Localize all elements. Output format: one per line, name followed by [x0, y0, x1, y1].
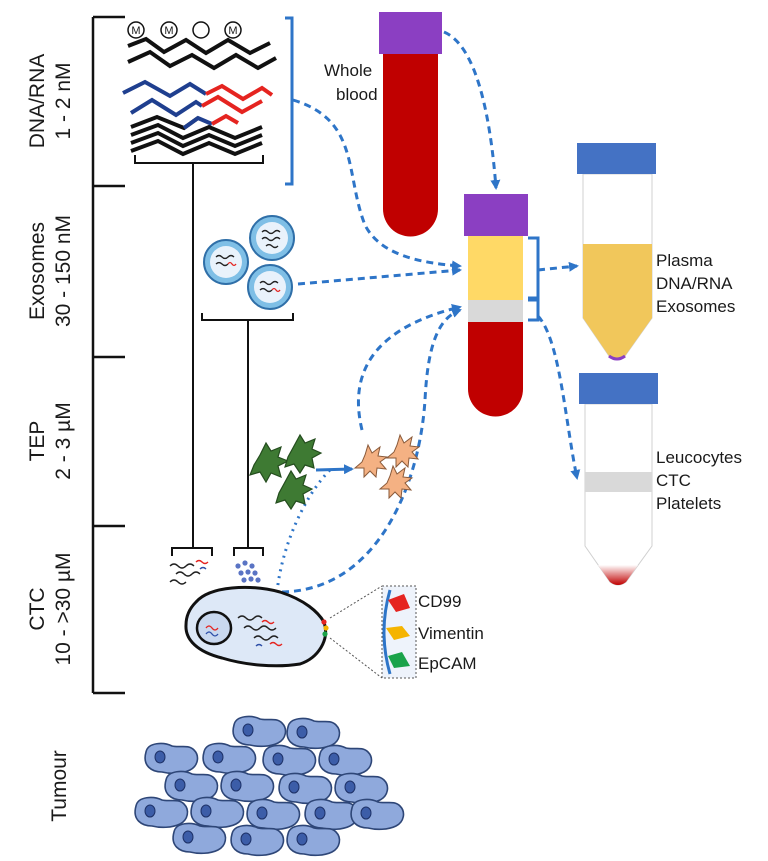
tumour-cell	[246, 798, 301, 831]
tumour-label: Tumour	[48, 750, 71, 822]
category-label-dna-rna: DNA/RNA 1 - 2 nM	[26, 54, 75, 149]
dna-rna-label: DNA/RNA	[656, 274, 733, 293]
cd99-marker	[388, 594, 410, 612]
svg-text:M: M	[228, 25, 237, 37]
plasma-tube	[577, 143, 656, 361]
whole-blood-label-line2: blood	[336, 85, 378, 104]
circulating-tumour-cell	[184, 585, 329, 668]
exosome	[247, 264, 293, 310]
category-label-ctc: CTC 10 - >30 µM	[26, 552, 75, 665]
methylation-mark: M	[224, 21, 242, 39]
tumour-cell	[202, 742, 257, 775]
category-concentration: 30 - 150 nM	[52, 215, 75, 327]
category-label-exosomes: Exosomes 30 - 150 nM	[26, 215, 75, 327]
activated-platelets	[353, 433, 421, 500]
exosome	[203, 239, 249, 285]
tumour-cell	[172, 822, 227, 855]
exosomes-label: Exosomes	[656, 297, 735, 316]
platelets-label: Platelets	[656, 494, 721, 513]
cd99-label: CD99	[418, 592, 461, 611]
ctc-nucleus	[195, 610, 233, 646]
whole-blood-tube	[379, 12, 442, 237]
category-scale	[91, 15, 125, 695]
category-name: Exosomes	[26, 222, 49, 320]
category-name: TEP	[26, 421, 49, 462]
platelet	[248, 441, 290, 484]
svg-text:M: M	[131, 25, 140, 37]
epcam-marker	[388, 652, 410, 668]
dna-rna-strands	[122, 36, 277, 157]
arrow-to-plasma-tube	[537, 261, 579, 272]
arrow-to-buffy-tube	[536, 314, 581, 480]
tumour-cell	[134, 796, 189, 829]
surface-marker-zoom	[329, 585, 417, 679]
inactive-platelets	[248, 433, 323, 511]
whole-blood-label-line1: Whole	[324, 61, 372, 80]
arrow-whole-blood-to-centrifuge	[443, 30, 501, 190]
tumour-cells	[134, 715, 405, 857]
dna-rna-collector-bracket	[134, 155, 264, 548]
arrow-exosomes-to-centrifuge	[297, 265, 462, 286]
buffy-coat-tube	[579, 373, 658, 586]
tumour-cell	[318, 744, 373, 777]
category-name: DNA/RNA	[26, 54, 49, 149]
platelet	[378, 464, 414, 500]
activation-arrow	[315, 464, 354, 475]
platelet	[385, 433, 421, 469]
dna-rna-blue-bracket	[285, 16, 294, 186]
exosome	[249, 215, 295, 261]
methylation-mark: M	[160, 21, 178, 39]
tumour-cell	[190, 796, 245, 829]
leucocytes-label: Leucocytes	[656, 448, 742, 467]
ctc-dna-bracket	[171, 547, 213, 556]
methylation-marks: M M M	[127, 21, 242, 39]
platelet	[275, 469, 314, 511]
platelet	[284, 433, 323, 475]
tumour-cell	[304, 798, 359, 831]
ctc-released-dna	[169, 559, 209, 585]
epcam-label: EpCAM	[418, 654, 477, 673]
platelet	[353, 443, 389, 479]
plasma-label: Plasma	[656, 251, 713, 270]
ctc-released-exosomes	[235, 560, 261, 583]
methylation-mark: M	[127, 21, 145, 39]
centrifuged-tube	[464, 194, 528, 417]
arrow-ctc-to-centrifuge	[281, 308, 462, 594]
ctc-label: CTC	[656, 471, 691, 490]
tumour-cell	[144, 742, 199, 775]
ctc-exosome-bracket	[233, 547, 264, 556]
category-label-tep: TEP 2 - 3 µM	[26, 402, 75, 479]
tumour-cell	[350, 798, 405, 831]
tumour-cell	[232, 715, 287, 748]
tumour-cell	[262, 744, 317, 777]
vimentin-marker	[386, 626, 410, 640]
buffy-layer-bracket	[528, 298, 540, 322]
vimentin-label: Vimentin	[418, 624, 484, 643]
plasma-layer-bracket	[528, 236, 540, 300]
category-concentration: 2 - 3 µM	[52, 402, 75, 479]
tumour-cell	[230, 824, 285, 857]
category-name: CTC	[26, 587, 49, 630]
unmethylated-mark	[192, 21, 210, 39]
category-concentration: 1 - 2 nM	[52, 62, 75, 139]
svg-text:Tumour: Tumour	[48, 750, 71, 822]
tumour-cell	[286, 717, 341, 750]
tumour-cell	[220, 770, 275, 803]
tumour-cell	[164, 770, 219, 803]
tumour-cell	[334, 772, 389, 805]
arrow-dna-to-centrifuge	[292, 98, 462, 271]
exosome-cluster	[203, 215, 295, 310]
category-concentration: 10 - >30 µM	[52, 552, 75, 665]
svg-text:M: M	[164, 25, 173, 37]
tumour-cell	[286, 824, 341, 857]
arrow-ctc-to-platelets-dotted	[275, 468, 332, 593]
arrow-tep-to-centrifuge	[356, 304, 462, 431]
exosome-collector-bracket	[201, 313, 294, 548]
flow-arrows	[281, 30, 581, 594]
tumour-cell	[278, 772, 333, 805]
